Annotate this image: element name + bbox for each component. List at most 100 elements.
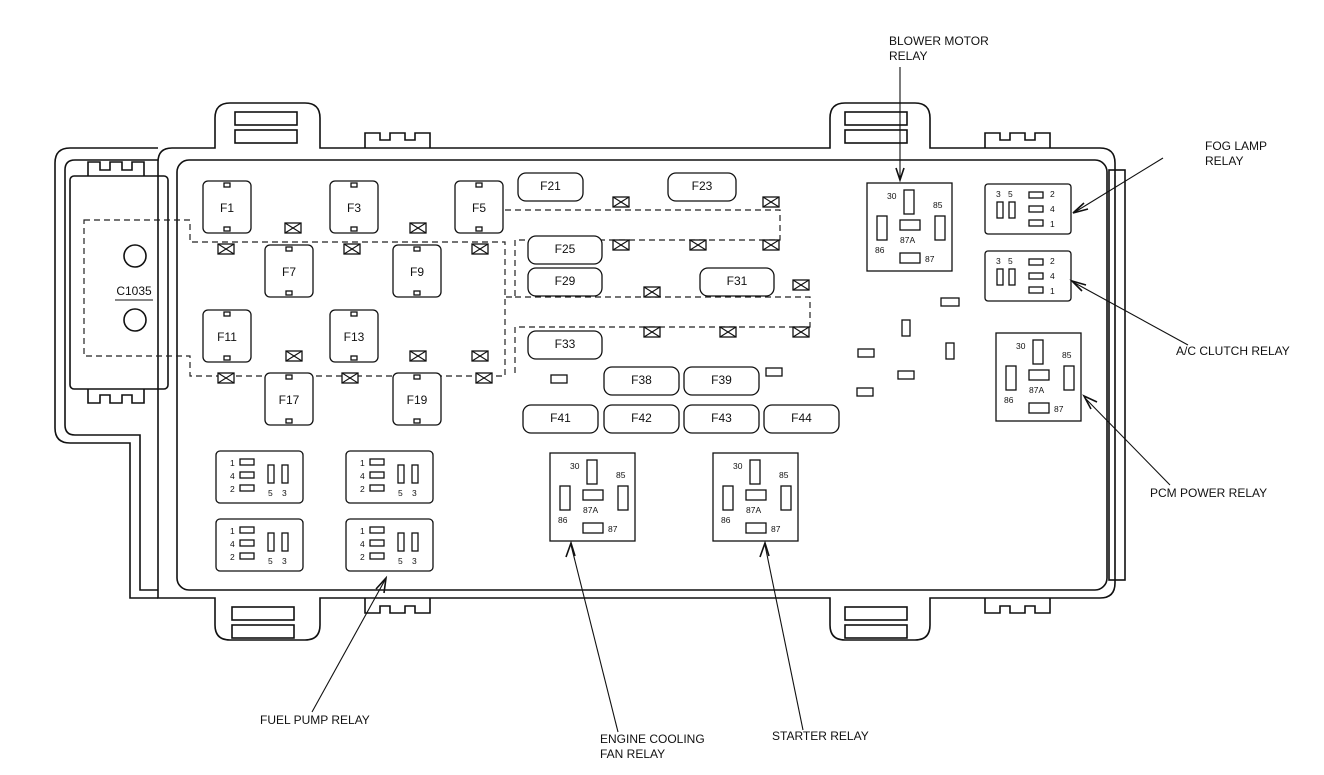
fuse-f44: F44 xyxy=(763,404,840,434)
relay-pin-label: 2 xyxy=(1050,189,1055,199)
terminal-marker xyxy=(643,326,661,338)
terminal-marker xyxy=(643,286,661,298)
terminal-marker xyxy=(341,372,359,384)
fuse-f11: F11 xyxy=(202,309,252,363)
fuse-label: F42 xyxy=(631,411,652,425)
relay-pin-label: 87A xyxy=(1029,385,1044,395)
engine-cooling-fan-relay-label-1: ENGINE COOLING xyxy=(600,732,705,746)
fuse-f9: F9 xyxy=(392,244,442,298)
relay-pin-label: 4 xyxy=(230,539,235,549)
relay-pin-label: 2 xyxy=(1050,256,1055,266)
relay-pin-label: 85 xyxy=(1062,350,1072,360)
relay-pin-label: 1 xyxy=(1050,219,1055,229)
relay-pin-label: 1 xyxy=(360,526,365,536)
relay-pin-label: 4 xyxy=(360,539,365,549)
relay-pin-label: 30 xyxy=(1016,341,1026,351)
relay-pin-label: 5 xyxy=(268,556,273,566)
blower-motor-relay-label-1: BLOWER MOTOR xyxy=(889,34,989,48)
ac-clutch-relay-label: A/C CLUTCH RELAY xyxy=(1176,344,1290,358)
relay-pin-label: 4 xyxy=(230,471,235,481)
relay-pin-label: 3 xyxy=(996,189,1001,199)
relay-pin-label: 5 xyxy=(1008,256,1013,266)
fuse-label: F3 xyxy=(347,201,361,215)
terminal-marker xyxy=(217,372,235,384)
fuse-label: F9 xyxy=(410,265,424,279)
relay-pin-label: 86 xyxy=(721,515,731,525)
relay-pin-label: 85 xyxy=(779,470,789,480)
terminal-marker xyxy=(217,243,235,255)
fuse-label: F21 xyxy=(540,179,561,193)
relay-pin-label: 5 xyxy=(398,556,403,566)
blower-motor-relay-label-2: RELAY xyxy=(889,49,927,63)
fuse-f41: F41 xyxy=(522,404,599,434)
relay-pin-label: 87A xyxy=(900,235,915,245)
terminal-marker xyxy=(612,239,630,251)
fog-lamp-relay-label-2: RELAY xyxy=(1205,154,1243,168)
fuse-label: F43 xyxy=(711,411,732,425)
relay-pin-label: 3 xyxy=(996,256,1001,266)
fuse-label: F29 xyxy=(555,274,576,288)
terminal-marker xyxy=(471,243,489,255)
fuse-label: F11 xyxy=(217,330,237,344)
terminal-marker xyxy=(762,239,780,251)
relay-pin-label: 30 xyxy=(570,461,580,471)
terminal-marker xyxy=(409,222,427,234)
relay-pin-label: 5 xyxy=(398,488,403,498)
callout-labels: BLOWER MOTOR RELAY FOG LAMP RELAY A/C CL… xyxy=(260,34,1290,761)
relay-pin-label: 86 xyxy=(875,245,885,255)
terminal-marker xyxy=(762,196,780,208)
fuel-pump-relay-label: FUEL PUMP RELAY xyxy=(260,713,370,727)
relay-pin-label: 87 xyxy=(925,254,935,264)
fuse-f5: F5 xyxy=(454,180,504,234)
terminal-marker xyxy=(343,243,361,255)
pcm-power-relay: 30 85 86 87A 87 xyxy=(995,332,1082,422)
relay-pin-label: 3 xyxy=(282,488,287,498)
dashed-zones xyxy=(83,209,811,377)
fuse-f17: F17 xyxy=(264,372,314,426)
terminal-marker xyxy=(612,196,630,208)
fuse-label: F25 xyxy=(555,242,576,256)
relay-pin-label: 4 xyxy=(1050,204,1055,214)
fuse-f21: F21 xyxy=(517,172,584,202)
relay-pin-label: 85 xyxy=(933,200,943,210)
fuse-label: F1 xyxy=(220,201,234,215)
fuse-f33: F33 xyxy=(527,330,603,360)
housing-outline xyxy=(54,102,1126,641)
relay-pin-label: 1 xyxy=(360,458,365,468)
starter-relay-label: STARTER RELAY xyxy=(772,729,869,743)
fuse-label: F7 xyxy=(282,265,296,279)
terminal-marker xyxy=(792,279,810,291)
connector-pin-upper xyxy=(123,244,147,268)
fuse-f3: F3 xyxy=(329,180,379,234)
fuse-label: F41 xyxy=(550,411,571,425)
relay-pin-label: 87A xyxy=(583,505,598,515)
terminal-marker xyxy=(285,350,303,362)
fuse-f7: F7 xyxy=(264,244,314,298)
relay-pin-label: 4 xyxy=(1050,271,1055,281)
fuse-label: F5 xyxy=(472,201,486,215)
relay-pin-label: 87 xyxy=(1054,404,1064,414)
iso-relay-group: 30858687A8730858687A8730858687A873085868… xyxy=(549,182,1082,542)
fuse-label: F17 xyxy=(279,393,300,407)
fuse-f29: F29 xyxy=(527,267,603,297)
relay-pin-label: 2 xyxy=(360,552,365,562)
relay-pin-label: 5 xyxy=(1008,189,1013,199)
relay-pin-label: 4 xyxy=(360,471,365,481)
relay-pin-label: 86 xyxy=(1004,395,1014,405)
terminal-marker xyxy=(284,222,302,234)
fuse-f43: F43 xyxy=(683,404,760,434)
fuse-f39: F39 xyxy=(683,366,760,396)
relay-pin-label: 1 xyxy=(1050,286,1055,296)
terminal-marker xyxy=(792,326,810,338)
relay-pin-label: 87A xyxy=(746,505,761,515)
relay-pin-label: 5 xyxy=(268,488,273,498)
terminal-marker xyxy=(475,372,493,384)
fuse-f23: F23 xyxy=(667,172,737,202)
relay-pin-label: 2 xyxy=(230,552,235,562)
